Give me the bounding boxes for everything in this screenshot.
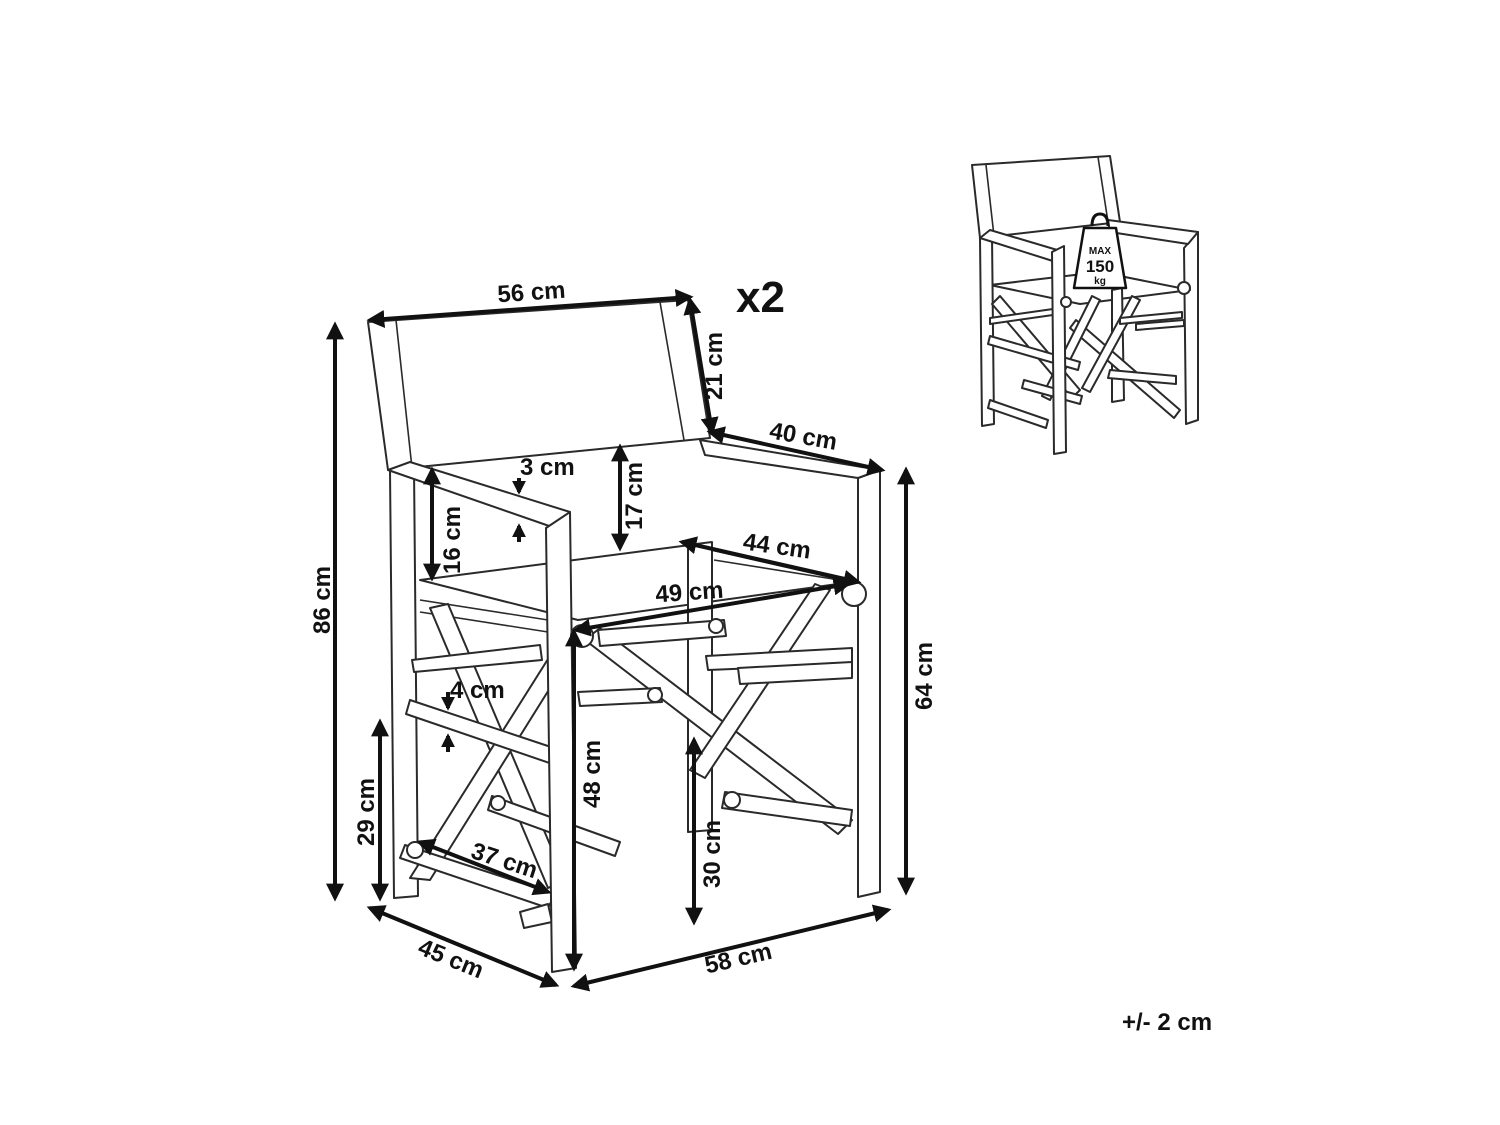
label-stretcher-thickness: 4 cm	[450, 677, 505, 704]
label-armrest-length: 40 cm	[767, 417, 839, 455]
label-front-leg-height: 48 cm	[579, 740, 606, 808]
max-load-line1: MAX	[1089, 246, 1112, 257]
label-armrest-height: 64 cm	[911, 642, 938, 710]
label-armrest-above-seat: 17 cm	[621, 462, 648, 530]
label-backrest-height: 21 cm	[701, 332, 728, 400]
quantity-label: x2	[736, 273, 785, 322]
max-load-line2: 150	[1086, 257, 1114, 276]
label-total-height: 86 cm	[309, 566, 336, 634]
label-seat-width: 49 cm	[655, 577, 725, 609]
chair-main-drawing	[367, 299, 881, 973]
max-load-weight-icon: MAX 150 kg	[1072, 212, 1128, 290]
label-backrest-width: 56 cm	[497, 277, 567, 309]
tolerance-label: +/- 2 cm	[1122, 1009, 1212, 1036]
label-armrest-thickness: 3 cm	[520, 454, 575, 481]
label-width: 58 cm	[702, 938, 774, 980]
max-load-line3: kg	[1094, 276, 1106, 287]
thumbnail-chair: MAX 150 kg	[971, 155, 1199, 455]
label-crossbar-height: 29 cm	[353, 778, 380, 846]
label-side-panel-height: 16 cm	[439, 506, 466, 574]
dimension-arrows	[326, 289, 915, 992]
label-rear-crossbar-height: 30 cm	[699, 820, 726, 888]
